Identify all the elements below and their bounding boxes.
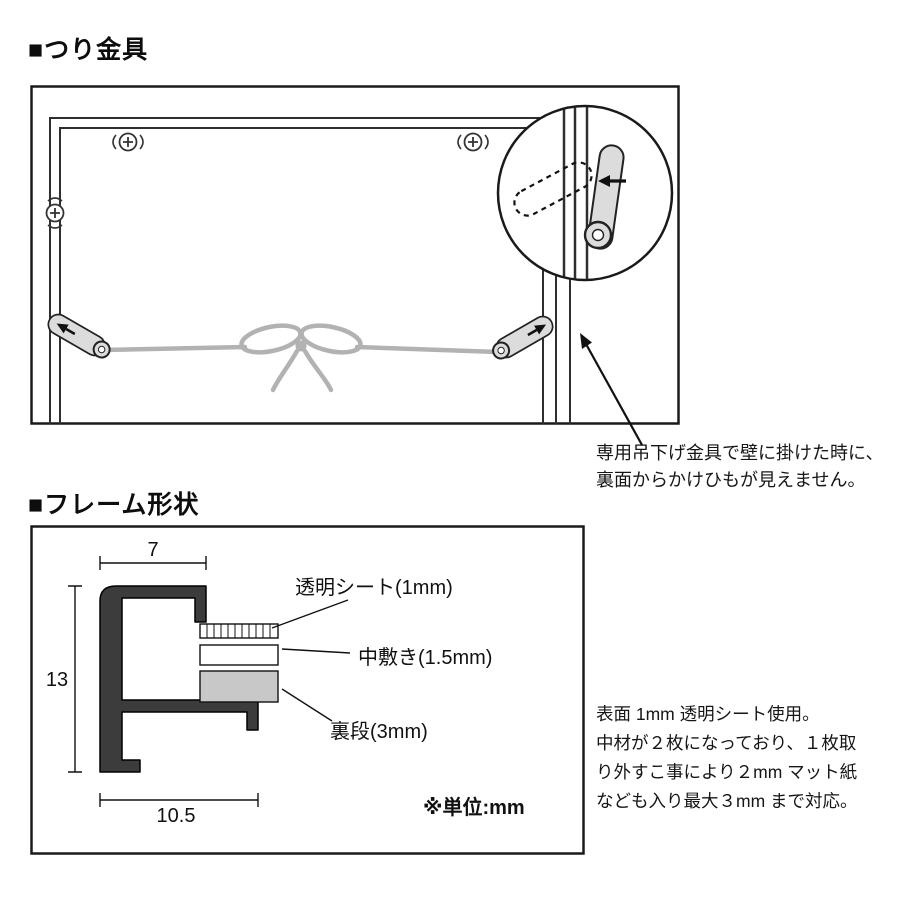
magnifier-detail [496, 104, 674, 282]
back-step-layer [199, 670, 279, 703]
hanging-hook-left [47, 313, 111, 359]
arrow-icon [527, 328, 538, 337]
frame-description-line: なども入り最大３mm まで対応。 [596, 791, 858, 811]
dim-side-height: 13 [46, 669, 68, 691]
hanging-section-title: ■つり金具 [28, 36, 149, 64]
frame-description-line: 中材が２枚になっており、１枚取 [596, 733, 857, 753]
label-middle-liner: 中敷き(1.5mm) [358, 646, 492, 669]
frame-description-line: り外すこ事により２mm マット紙 [596, 762, 858, 782]
dimension-lines [68, 556, 351, 807]
frame-section-title: ■フレーム形状 [28, 491, 200, 519]
frame-description-line: 表面 1mm 透明シート使用。 [596, 704, 820, 724]
hanging-caption-line: 専用吊下げ金具で壁に掛けた時に、 [596, 443, 884, 463]
arrow-icon [65, 327, 76, 336]
hanging-cord-bow [100, 323, 501, 393]
hook-swing-path-dashed [513, 161, 593, 217]
middle-liner-layer [199, 644, 279, 666]
caption-pointer-arrow [580, 333, 643, 446]
unit-note: ※単位:mm [423, 795, 525, 819]
transparent-sheet-layer [199, 623, 279, 639]
frame-profile-cross-section [99, 585, 259, 773]
hanging-hook-right [492, 315, 554, 360]
label-back-step: 裏段(3mm) [330, 720, 428, 743]
diagram-border [30, 525, 585, 855]
dim-bottom-width: 10.5 [157, 805, 196, 827]
hanging-hardware-diagram [30, 85, 680, 446]
frame-profile-diagram: 7 13 10.5 透明シート(1mm) 中敷き(1.5mm) 裏段(3mm) … [30, 525, 585, 855]
hanging-caption-line: 裏面からかけひもが見えません。 [596, 470, 866, 490]
hanging-caption: 専用吊下げ金具で壁に掛けた時に、 裏面からかけひもが見えません。 [596, 440, 896, 494]
label-transparent-sheet: 透明シート(1mm) [295, 576, 453, 599]
dim-top-width: 7 [147, 539, 158, 561]
frame-description: 表面 1mm 透明シート使用。 中材が２枚になっており、１枚取 り外すこ事により… [596, 700, 896, 816]
